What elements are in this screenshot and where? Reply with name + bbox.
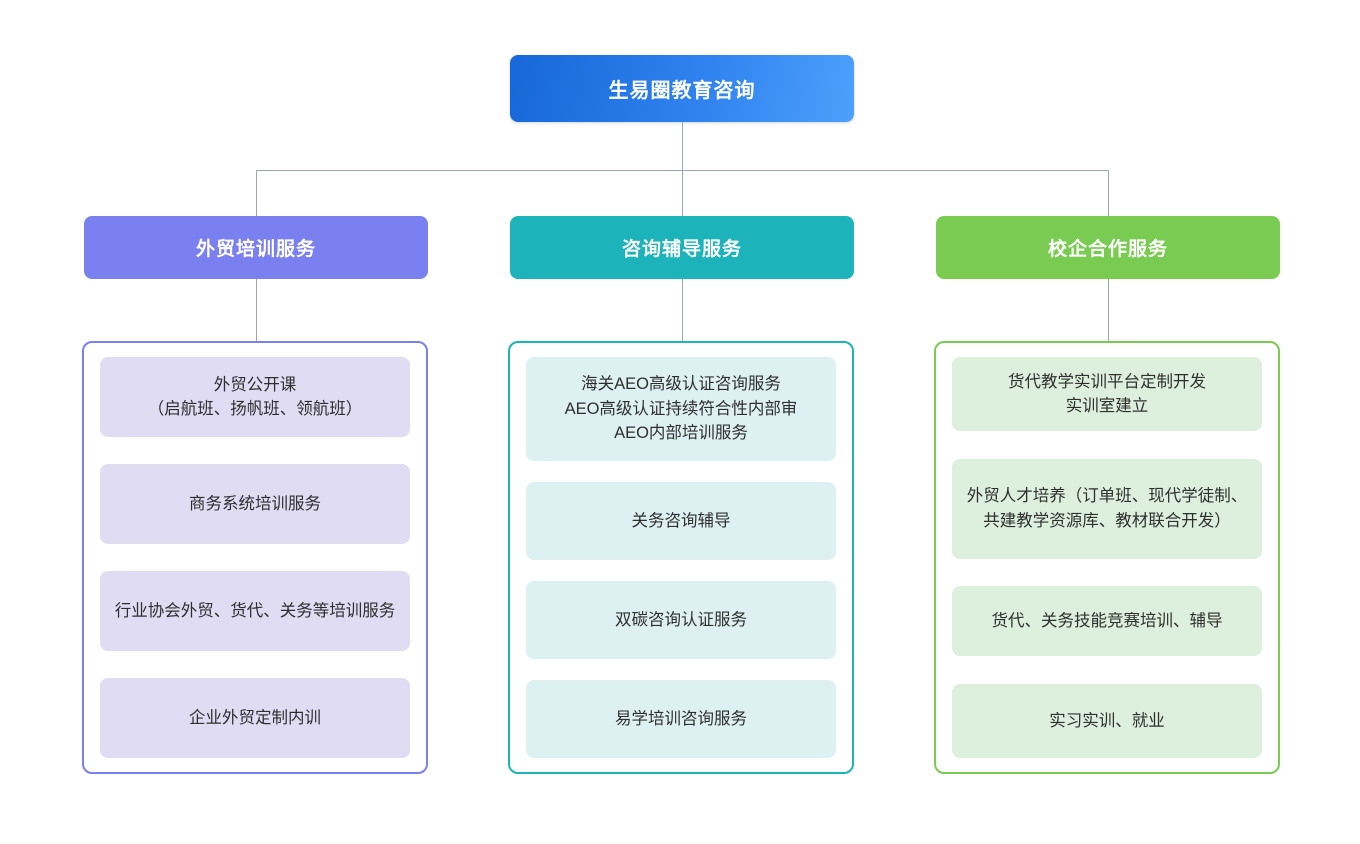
branch-header-label: 咨询辅导服务 (621, 239, 742, 260)
leaf-card[interactable]: 企业外贸定制内训 (100, 678, 410, 758)
connector-header-to-group-0 (256, 279, 257, 341)
leaf-card[interactable]: 双碳咨询认证服务 (526, 581, 836, 659)
connector-branch-1 (682, 170, 683, 216)
connector-branch-2 (1108, 170, 1109, 216)
connector-header-to-group-1 (682, 279, 683, 341)
connector-header-to-group-2 (1108, 279, 1109, 341)
leaf-card[interactable]: 海关AEO高级认证咨询服务 AEO高级认证持续符合性内部审 AEO内部培训服务 (526, 357, 836, 461)
group-box-waimao-peixun: 外贸公开课 （启航班、扬帆班、领航班） 商务系统培训服务 行业协会外贸、货代、关… (82, 341, 428, 774)
leaf-card[interactable]: 行业协会外贸、货代、关务等培训服务 (100, 571, 410, 651)
group-box-zixun-fudao: 海关AEO高级认证咨询服务 AEO高级认证持续符合性内部审 AEO内部培训服务 … (508, 341, 854, 774)
root-node[interactable]: 生易圈教育咨询 (510, 55, 854, 122)
connector-branch-0 (256, 170, 257, 216)
branch-header-xiaoqi-hezuo[interactable]: 校企合作服务 (936, 216, 1280, 279)
leaf-card[interactable]: 货代、关务技能竞赛培训、辅导 (952, 586, 1262, 657)
leaf-card[interactable]: 货代教学实训平台定制开发 实训室建立 (952, 357, 1262, 431)
leaf-card[interactable]: 商务系统培训服务 (100, 464, 410, 544)
leaf-card[interactable]: 关务咨询辅导 (526, 482, 836, 560)
branch-header-label: 外贸培训服务 (195, 239, 316, 260)
leaf-card[interactable]: 外贸公开课 （启航班、扬帆班、领航班） (100, 357, 410, 437)
leaf-card[interactable]: 实习实训、就业 (952, 683, 1262, 758)
group-box-xiaoqi-hezuo: 货代教学实训平台定制开发 实训室建立 外贸人才培养（订单班、现代学徒制、共建教学… (934, 341, 1280, 774)
connector-root-down (682, 122, 683, 170)
root-node-label: 生易圈教育咨询 (608, 80, 756, 102)
branch-header-label: 校企合作服务 (1047, 239, 1168, 260)
branch-header-waimao-peixun[interactable]: 外贸培训服务 (84, 216, 428, 279)
leaf-card[interactable]: 易学培训咨询服务 (526, 680, 836, 758)
branch-header-zixun-fudao[interactable]: 咨询辅导服务 (510, 216, 854, 279)
leaf-card[interactable]: 外贸人才培养（订单班、现代学徒制、共建教学资源库、教材联合开发） (952, 458, 1262, 559)
